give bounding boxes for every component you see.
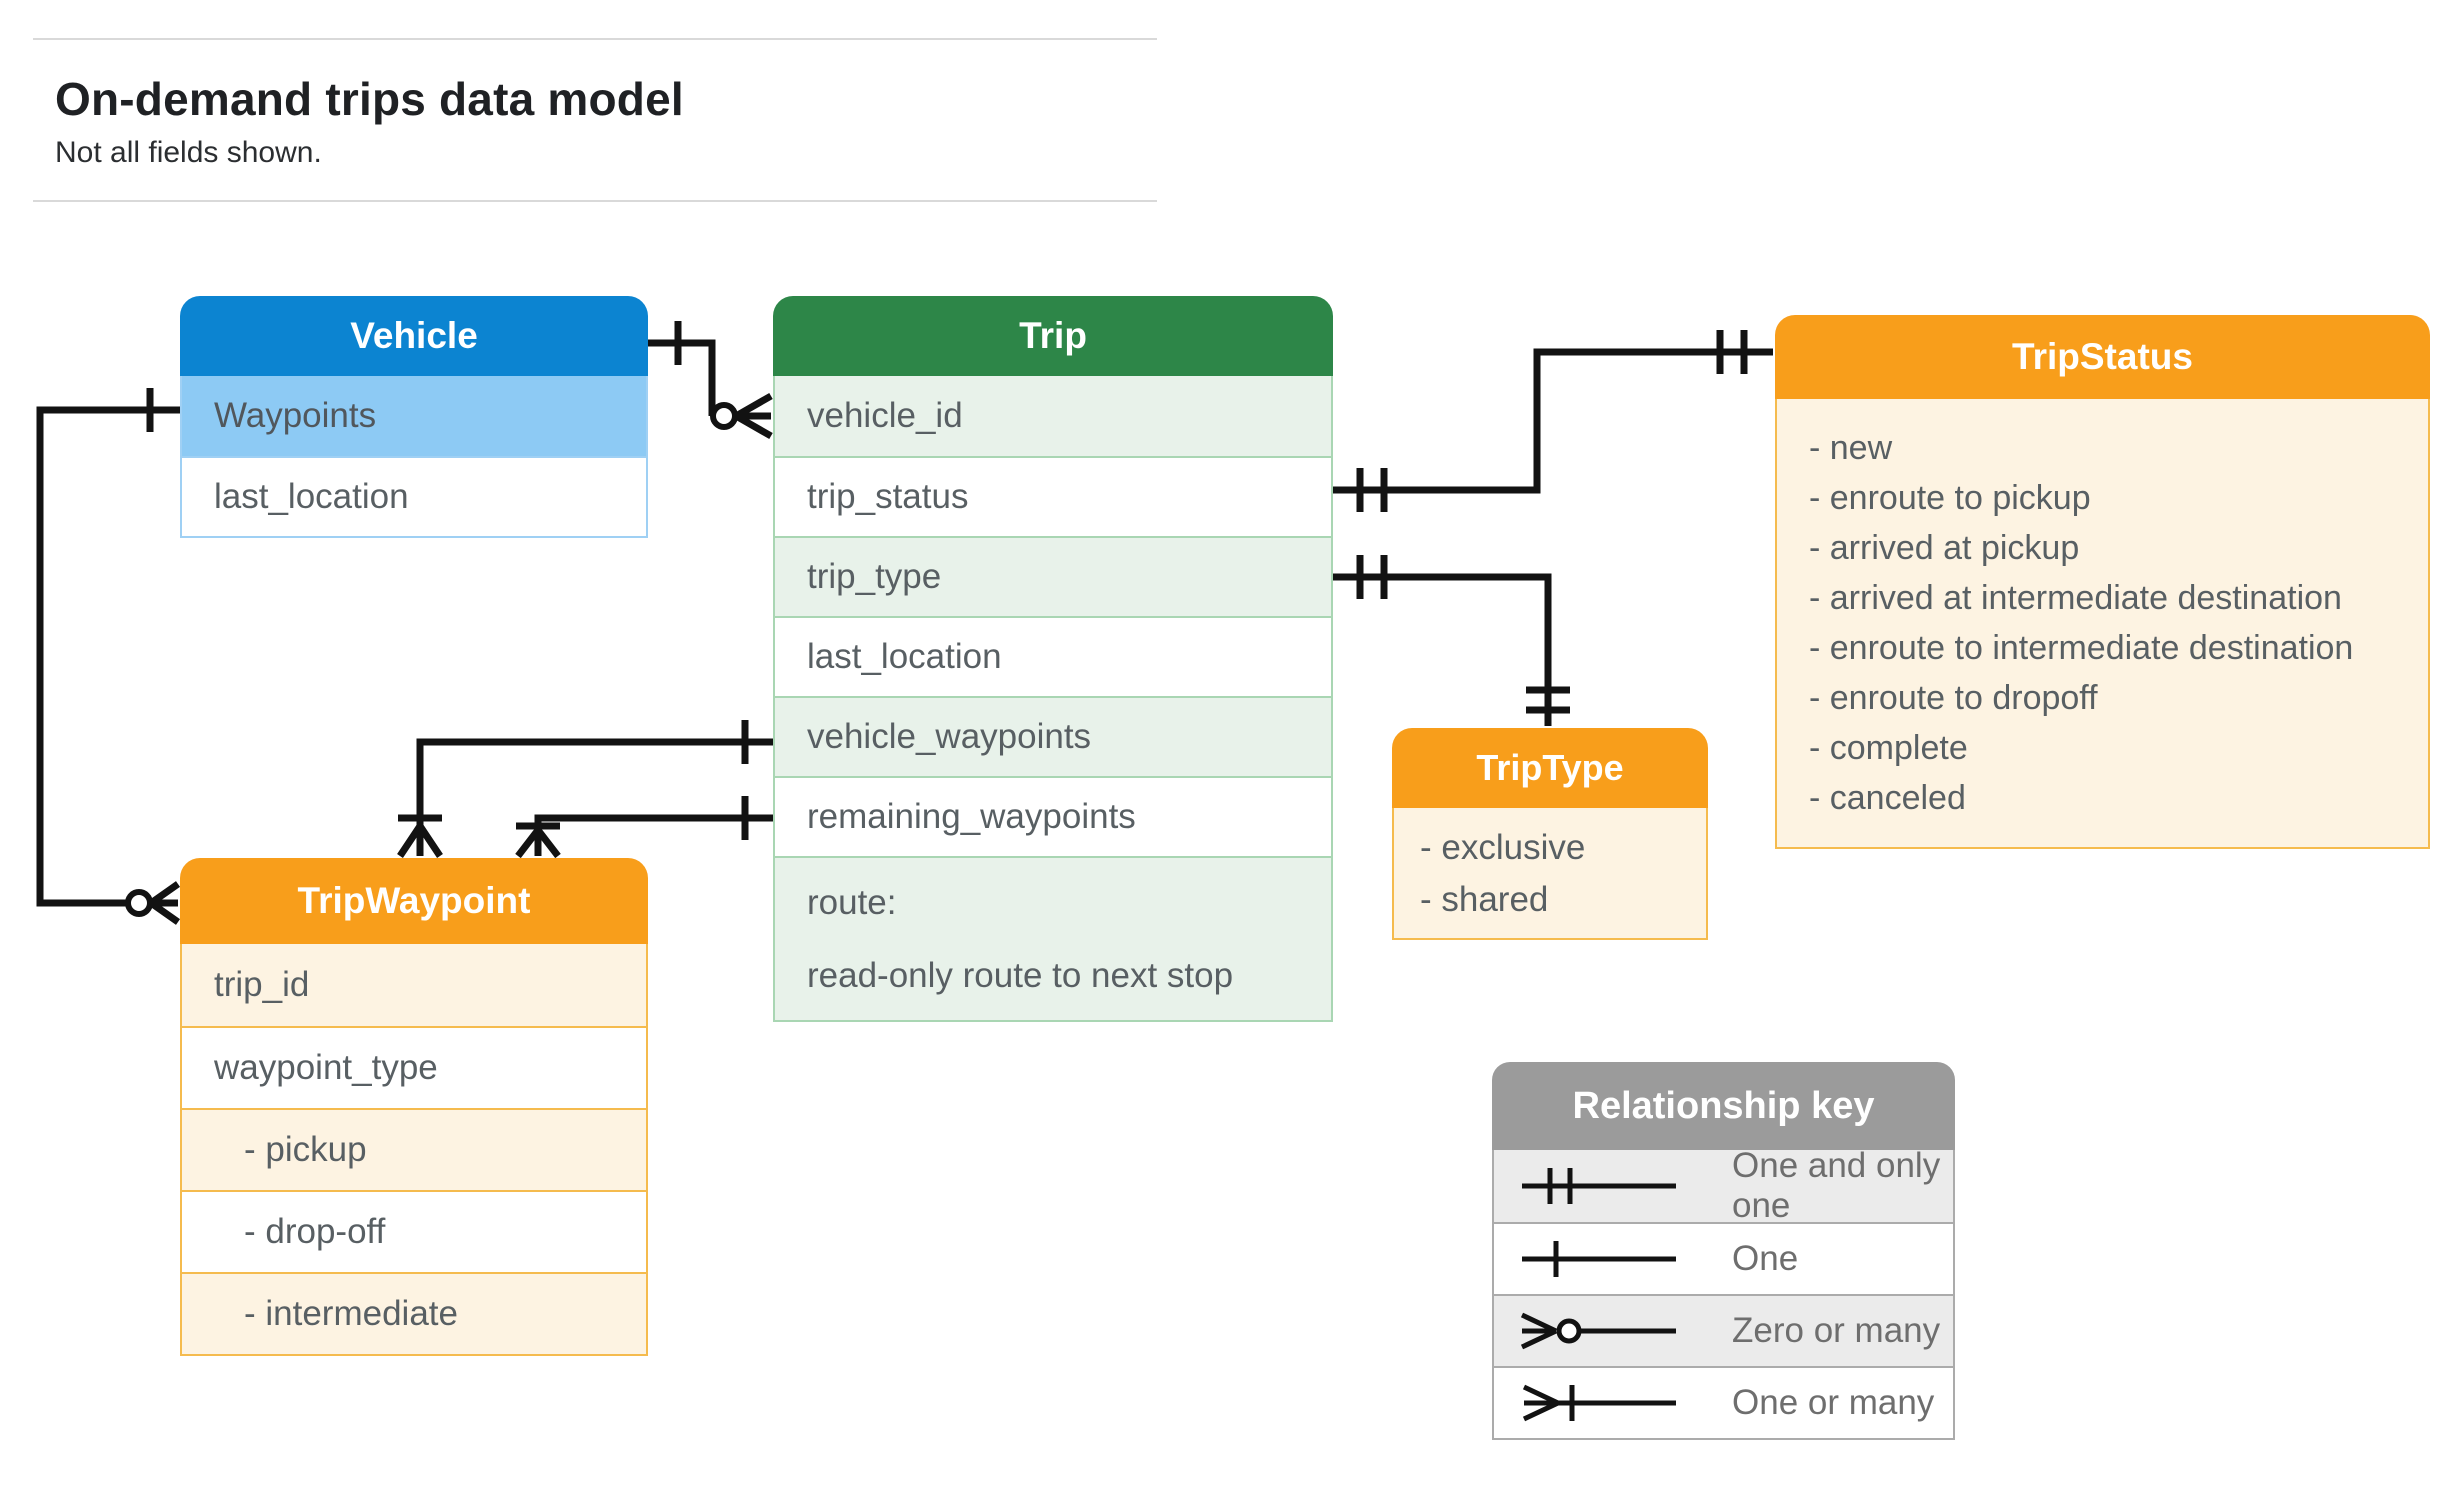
entity-body-triptype: - exclusive - shared (1392, 808, 1708, 940)
entity-header-trip: Trip (773, 296, 1333, 376)
divider-bottom (33, 200, 1157, 202)
triptype-value: - shared (1420, 880, 1549, 919)
connector-trip-remaining-waypoints (515, 796, 773, 859)
page-subtitle: Not all fields shown. (55, 136, 322, 169)
field-trip-vehicle-waypoints: vehicle_waypoints (775, 696, 1331, 776)
tripwaypoint-value-dropoff: - drop-off (182, 1190, 646, 1272)
entity-vehicle: Vehicle Waypoints last_location (180, 296, 648, 538)
key-label: One or many (1732, 1383, 1935, 1422)
tripstatus-value: - canceled (1809, 778, 1966, 817)
tripstatus-value: - new (1809, 428, 1893, 467)
connector-vehicle-tripwaypoint (36, 388, 181, 925)
key-row-one-or-many: One or many (1494, 1366, 1953, 1438)
field-trip-vehicle-id: vehicle_id (775, 376, 1331, 456)
connector-trip-tripstatus (1333, 330, 1773, 512)
tripstatus-value: - enroute to intermediate destination (1809, 628, 2354, 667)
entity-header-tripstatus: TripStatus (1775, 315, 2430, 399)
route-label: route: (807, 883, 897, 922)
connector-trip-vehicle-waypoints (397, 720, 773, 858)
page-title: On-demand trips data model (55, 73, 684, 125)
entity-tripstatus: TripStatus - new - enroute to pickup - a… (1775, 315, 2430, 849)
route-description: read-only route to next stop (807, 956, 1234, 995)
field-vehicle-waypoints: Waypoints (182, 376, 646, 456)
triptype-value: - exclusive (1420, 828, 1586, 867)
tripstatus-value: - arrived at pickup (1809, 528, 2080, 567)
connector-vehicle-trip (648, 321, 773, 440)
relationship-key-body: One and only one One Zero or many (1492, 1146, 1955, 1440)
entity-trip: Trip vehicle_id trip_status trip_type la… (773, 296, 1333, 1022)
tripstatus-value: - complete (1809, 728, 1968, 767)
key-row-zero-or-many: Zero or many (1494, 1294, 1953, 1366)
field-tripwaypoint-trip-id: trip_id (182, 944, 646, 1026)
entity-body-trip: vehicle_id trip_status trip_type last_lo… (773, 376, 1333, 1022)
key-label: Zero or many (1732, 1311, 1941, 1350)
divider-top (33, 38, 1157, 40)
entity-body-tripwaypoint: trip_id waypoint_type - pickup - drop-of… (180, 944, 648, 1356)
field-tripwaypoint-waypoint-type: waypoint_type (182, 1026, 646, 1108)
entity-header-triptype: TripType (1392, 728, 1708, 808)
tripstatus-value: - enroute to dropoff (1809, 678, 2098, 717)
entity-header-vehicle: Vehicle (180, 296, 648, 376)
entity-body-vehicle: Waypoints last_location (180, 376, 648, 538)
tripstatus-value: - arrived at intermediate destination (1809, 578, 2342, 617)
relationship-key-header: Relationship key (1492, 1062, 1955, 1150)
entity-triptype: TripType - exclusive - shared (1392, 728, 1708, 940)
field-trip-route: route: read-only route to next stop (775, 856, 1331, 1020)
one-and-only-one-icon (1522, 1168, 1676, 1204)
tripstatus-value: - enroute to pickup (1809, 478, 2091, 517)
key-label: One and only one (1732, 1146, 1941, 1225)
field-trip-remaining-waypoints: remaining_waypoints (775, 776, 1331, 856)
key-row-one: One (1494, 1222, 1953, 1294)
field-vehicle-last-location: last_location (182, 456, 646, 536)
field-trip-status: trip_status (775, 456, 1331, 536)
field-trip-last-location: last_location (775, 616, 1331, 696)
connector-trip-triptype (1333, 555, 1570, 726)
key-row-one-and-only-one: One and only one (1494, 1146, 1953, 1225)
tripwaypoint-value-intermediate: - intermediate (182, 1272, 646, 1354)
entity-body-tripstatus: - new - enroute to pickup - arrived at p… (1775, 399, 2430, 849)
one-or-many-icon (1522, 1384, 1676, 1422)
entity-tripwaypoint: TripWaypoint trip_id waypoint_type - pic… (180, 858, 648, 1356)
key-label: One (1732, 1239, 1799, 1278)
tripwaypoint-value-pickup: - pickup (182, 1108, 646, 1190)
relationship-key: Relationship key One and only one One (1492, 1062, 1955, 1440)
entity-header-tripwaypoint: TripWaypoint (180, 858, 648, 944)
one-icon (1522, 1241, 1676, 1277)
field-trip-type: trip_type (775, 536, 1331, 616)
zero-or-many-icon (1520, 1312, 1676, 1350)
